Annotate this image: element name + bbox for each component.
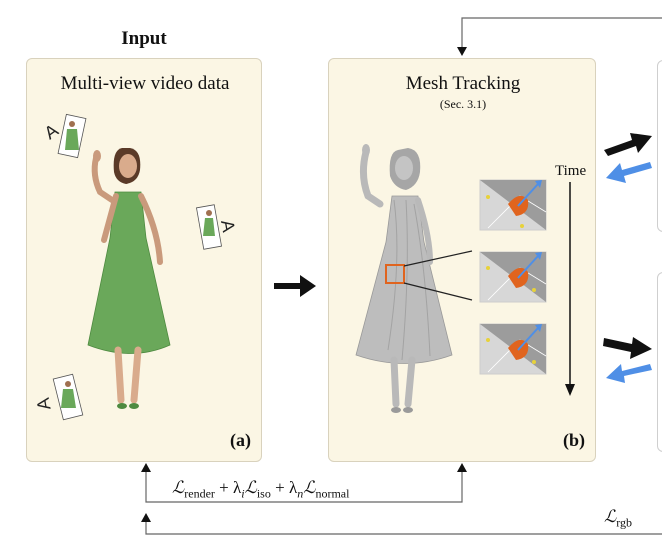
zoom-line-top — [403, 250, 473, 267]
loss-sub-iso: iso — [256, 486, 271, 501]
loss-plus-lambda-n: + λ — [270, 478, 298, 497]
zoom-patch-t1 — [479, 179, 547, 231]
loss-connector-inner — [145, 470, 463, 503]
panel-tag-b: (b) — [563, 430, 585, 450]
mesh-tracking-title: Mesh Tracking — [405, 73, 521, 94]
mesh-tracking-panel: Mesh Tracking (Sec. 3.1) Time (b) — [328, 58, 596, 462]
svg-text:A: A — [41, 120, 62, 143]
camera-view-bottom-left: A — [33, 373, 84, 421]
loss-symbol-rgb: ℒ — [604, 507, 617, 526]
zoom-patch-t2 — [479, 251, 547, 303]
loss-formula-main: ℒrender + λiℒiso + λnℒnormal — [172, 478, 349, 501]
svg-text:A: A — [33, 396, 55, 411]
loss-symbol-render: ℒ — [172, 478, 185, 497]
svg-text:A: A — [217, 218, 239, 233]
camera-view-right: A — [196, 204, 239, 250]
zoom-line-bottom — [403, 282, 473, 301]
input-panel-title: Multi-view video data — [60, 73, 230, 94]
zoom-patch-t3 — [479, 323, 547, 375]
flow-arrow-black-bottom — [603, 337, 652, 359]
feedback-arrow-blue-top — [606, 162, 652, 183]
flow-arrow-black-top — [604, 133, 652, 156]
loss-sub-render: render — [184, 486, 215, 501]
flow-arrow-input-to-mesh — [274, 275, 316, 297]
loss-sub-rgb: rgb — [616, 515, 633, 530]
input-heading: Input — [121, 28, 167, 49]
loss-sub-lambda-n: n — [297, 486, 304, 501]
loss-symbol-iso: ℒ — [244, 478, 257, 497]
feedback-arrow-blue-bottom — [606, 364, 652, 383]
loss-plus-lambda-i: + λ — [214, 478, 242, 497]
loss-symbol-normal: ℒ — [303, 478, 316, 497]
loss-sub-normal: normal — [315, 486, 350, 501]
panel-tag-a: (a) — [230, 430, 251, 450]
subject-figure — [87, 148, 171, 409]
highlight-region — [385, 264, 405, 284]
time-axis-arrow — [565, 182, 575, 396]
camera-view-top-left: A — [41, 113, 87, 159]
mesh-tracking-subtitle: (Sec. 3.1) — [439, 97, 487, 111]
top-feedback-connector — [461, 17, 662, 52]
loss-sub-lambda-i: i — [241, 486, 245, 501]
loss-rgb: ℒrgb — [604, 507, 632, 530]
time-label: Time — [555, 163, 587, 179]
loss-connector-outer — [145, 520, 662, 535]
